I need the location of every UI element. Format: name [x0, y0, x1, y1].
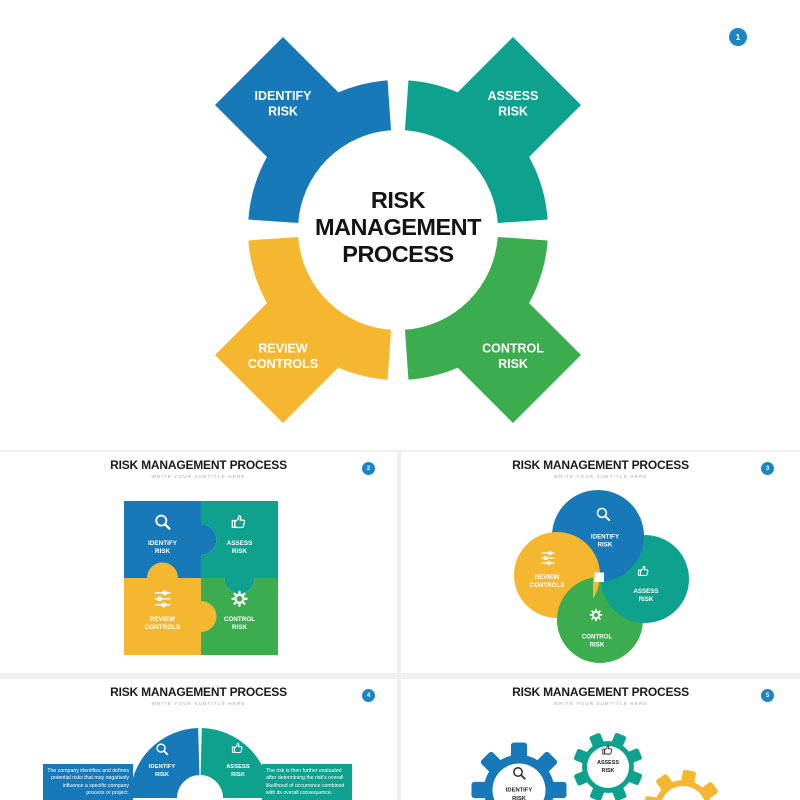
step-label: IDENTIFY: [255, 89, 313, 103]
step-label: REVIEW: [535, 574, 560, 581]
sliders-icon: [541, 550, 555, 566]
step-label: CONTROLS: [530, 582, 565, 589]
diagram-center-title: MANAGEMENT: [315, 214, 482, 240]
circles-diagram: IDENTIFY RISK ASSESS RISK REVIEW CONTROL…: [514, 490, 689, 663]
review-controls-puzzle-piece: [124, 562, 217, 655]
half-donut-diagram: IDENTIFY RISK ASSESS RISK: [43, 728, 352, 800]
slide-number-badge: 3: [761, 462, 774, 475]
step-label: RISK: [498, 357, 528, 371]
slide-title: RISK MANAGEMENT PROCESS: [512, 685, 689, 699]
slide-5-gears-diagram[interactable]: RISK MANAGEMENT PROCESS WRITE YOUR SUBTI…: [401, 679, 800, 800]
step-label: RISK: [231, 772, 246, 778]
step-label: RISK: [639, 596, 654, 603]
review-gear-center: [661, 786, 705, 800]
step-label: CONTROLS: [145, 624, 181, 631]
slide-subtitle: WRITE YOUR SUBTITLE HERE: [151, 475, 246, 480]
step-label: RISK: [512, 796, 527, 800]
assess-risk-text-box: [262, 764, 352, 800]
control-risk-circle-overlap: [557, 577, 593, 632]
step-label: RISK: [155, 772, 170, 778]
assess-risk-half-arc: [199, 728, 270, 800]
step-label: RISK: [590, 642, 605, 649]
step-label: CONTROL: [582, 634, 613, 641]
diagram-center-title: RISK: [371, 187, 426, 213]
slide-2-puzzle-diagram[interactable]: RISK MANAGEMENT PROCESS WRITE YOUR SUBTI…: [0, 452, 397, 673]
identify-risk-description: The company identifies and defines poten…: [47, 768, 129, 796]
step-label: CONTROL: [224, 616, 255, 623]
control-risk-puzzle-piece: [201, 578, 278, 655]
assess-risk-description: The risk is then further evaluated after…: [266, 768, 345, 796]
step-label: RISK: [598, 542, 613, 549]
puzzle-diagram: IDENTIFY RISK ASSESS RISK REVIEW CONTROL…: [124, 501, 278, 655]
identify-gear-center: [492, 763, 546, 800]
diagram-center-title: PROCESS: [342, 241, 453, 267]
step-label: RISK: [232, 548, 248, 555]
assess-gear-center: [587, 746, 629, 788]
step-label: IDENTIFY: [591, 534, 620, 541]
slide-number-badge: 4: [362, 689, 375, 702]
step-label: RISK: [498, 105, 528, 119]
gears-diagram: IDENTIFY RISK ASSESS RISK: [471, 721, 729, 800]
slide-number-badge: 2: [362, 462, 375, 475]
step-label: ASSESS: [227, 540, 253, 547]
slide-number-badge: 1: [729, 28, 747, 46]
identify-risk-half-arc: [130, 728, 201, 800]
step-label: ASSESS: [226, 764, 250, 770]
identify-risk-arrowhead: [215, 37, 351, 173]
step-label: CONTROLS: [248, 357, 318, 371]
step-label: ASSESS: [597, 760, 619, 766]
slide-number-badge: 5: [761, 689, 774, 702]
step-label: IDENTIFY: [148, 540, 178, 547]
center-square: [594, 572, 604, 582]
slide-subtitle: WRITE YOUR SUBTITLE HERE: [553, 702, 648, 707]
identify-risk-text-box: [43, 764, 133, 800]
step-label: IDENTIFY: [149, 764, 176, 770]
control-risk-arrowhead: [445, 287, 581, 423]
assess-risk-puzzle-piece: [201, 501, 278, 594]
step-label: RISK: [155, 548, 171, 555]
step-label: IDENTIFY: [506, 788, 533, 794]
identify-risk-puzzle-piece: [124, 501, 217, 578]
step-label: REVIEW: [150, 616, 175, 623]
slide-3-circles-diagram[interactable]: RISK MANAGEMENT PROCESS WRITE YOUR SUBTI…: [401, 452, 800, 673]
slide-subtitle: WRITE YOUR SUBTITLE HERE: [553, 475, 648, 480]
step-label: RISK: [232, 624, 248, 631]
slide-4-half-donut-diagram[interactable]: RISK MANAGEMENT PROCESS WRITE YOUR SUBTI…: [0, 679, 397, 800]
step-label: ASSESS: [488, 89, 539, 103]
step-label: RISK: [268, 105, 298, 119]
step-label: RISK: [602, 768, 615, 774]
slide-subtitle: WRITE YOUR SUBTITLE HERE: [151, 702, 246, 707]
step-label: CONTROL: [482, 342, 544, 356]
step-label: REVIEW: [258, 342, 308, 356]
assess-risk-arrowhead: [445, 37, 581, 173]
slide-1-ring-diagram[interactable]: IDENTIFY RISK ASSESS RISK REVIEW CONTROL…: [0, 0, 800, 450]
ring-arrows-diagram: IDENTIFY RISK ASSESS RISK REVIEW CONTROL…: [215, 37, 581, 423]
slide-title: RISK MANAGEMENT PROCESS: [110, 458, 287, 472]
review-controls-arrowhead: [215, 287, 351, 423]
slide-title: RISK MANAGEMENT PROCESS: [110, 685, 287, 699]
sliders-icon: [154, 590, 171, 608]
step-label: ASSESS: [633, 588, 658, 595]
slide-title: RISK MANAGEMENT PROCESS: [512, 458, 689, 472]
